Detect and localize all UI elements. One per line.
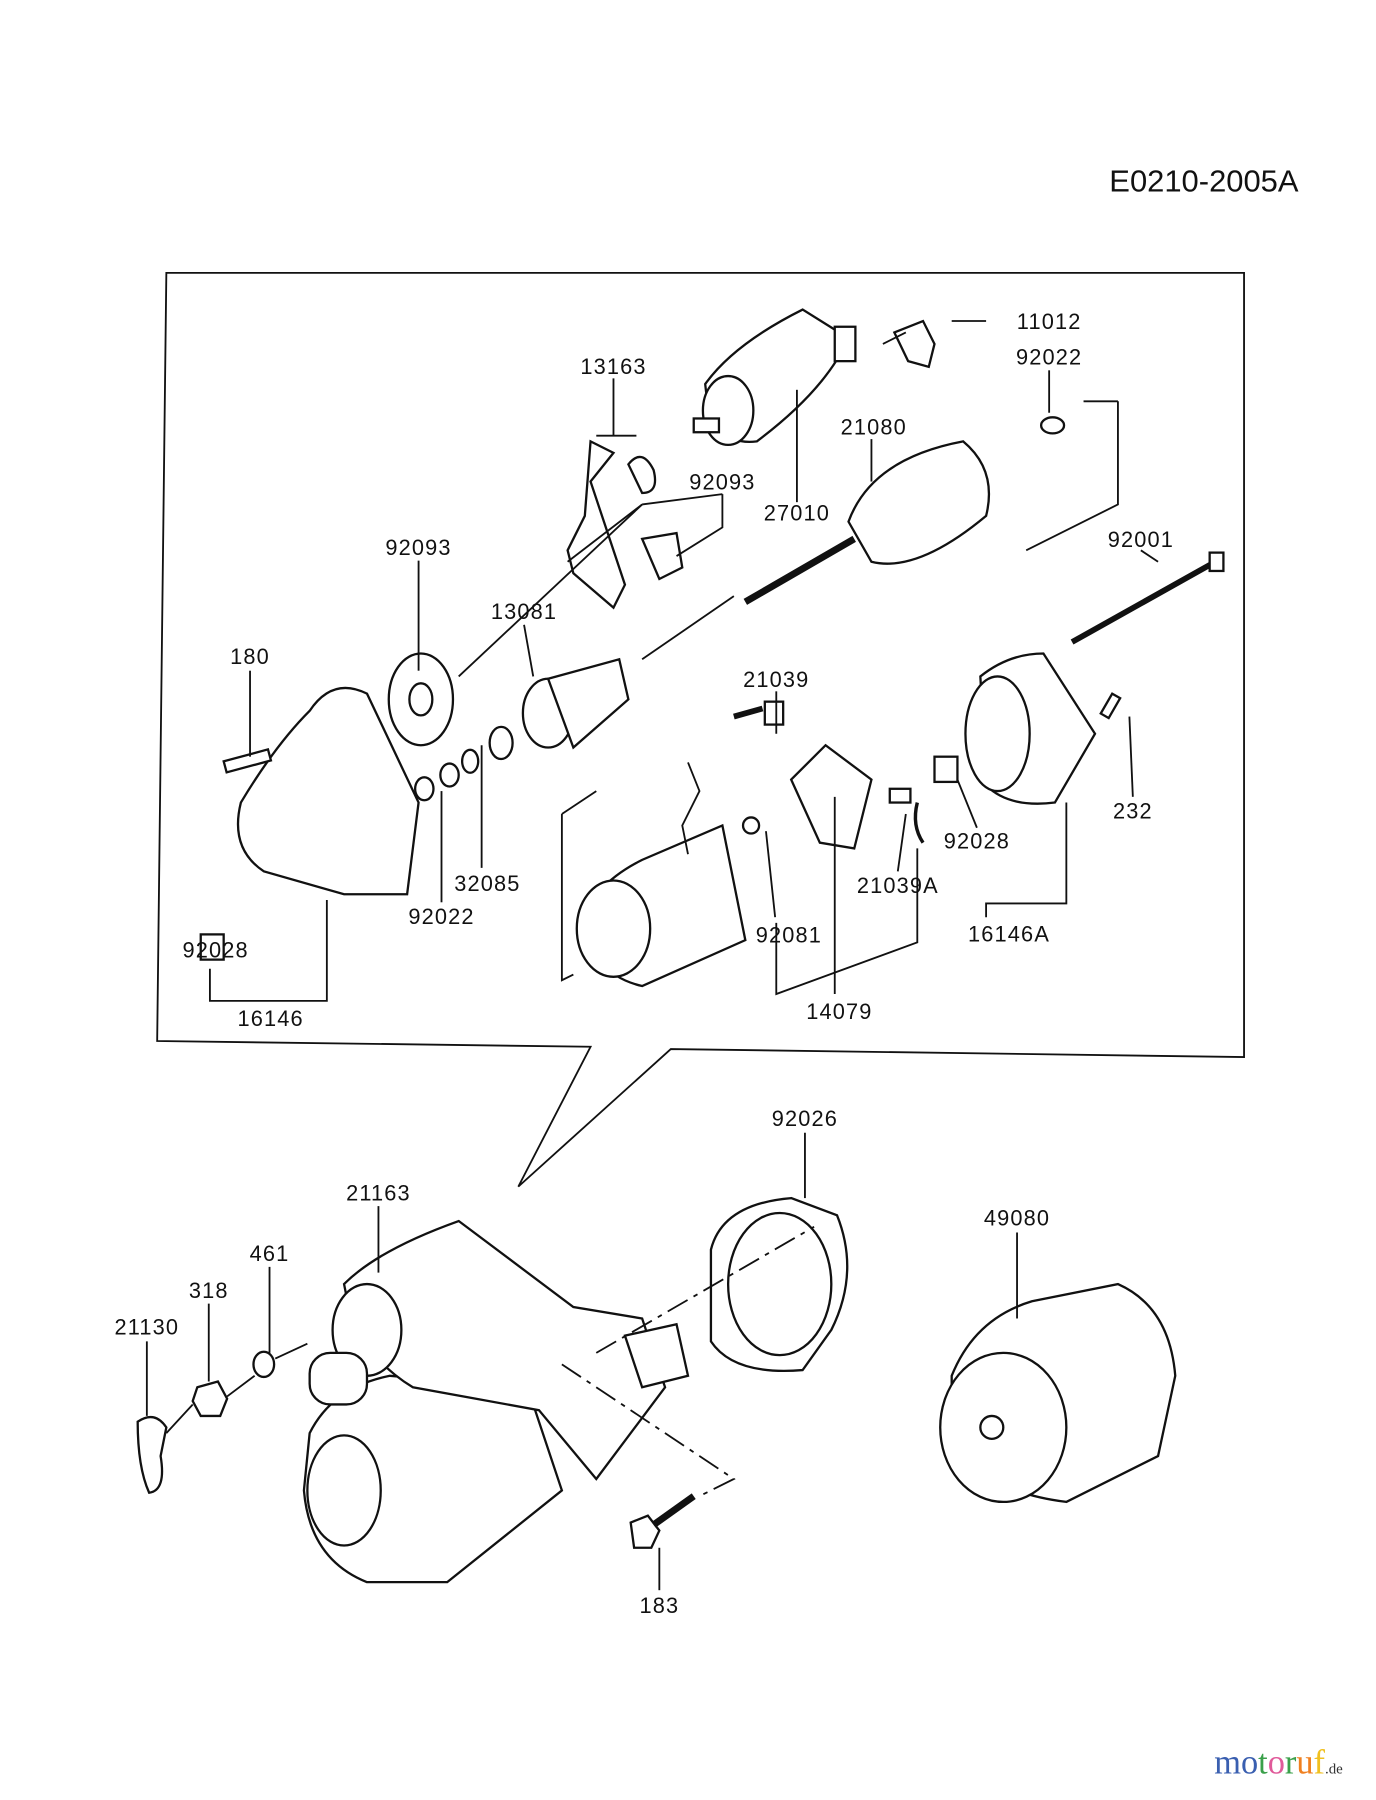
terminal-cap-11012 xyxy=(892,319,936,369)
washers xyxy=(413,725,514,802)
part-label: 318 xyxy=(189,1278,229,1303)
part-label: 21039 xyxy=(743,667,809,692)
part-label: 21039A xyxy=(857,873,939,898)
part-label: 180 xyxy=(230,644,270,669)
part-label: 49080 xyxy=(984,1206,1050,1231)
solenoid-27010 xyxy=(692,308,857,446)
part-label: 92001 xyxy=(1108,527,1174,552)
leader-lines xyxy=(208,320,1159,1002)
lever-13163 xyxy=(566,439,684,610)
rear-cover-16146A xyxy=(933,652,1122,805)
part-label: 21080 xyxy=(841,415,907,440)
pinion-13081 xyxy=(521,657,630,750)
starter-motor-21163 xyxy=(302,1219,690,1584)
part-label: 21130 xyxy=(115,1315,180,1340)
part-label: 92081 xyxy=(756,922,822,947)
exploded-view-frame xyxy=(156,271,1245,1188)
part-label: 232 xyxy=(1113,799,1153,824)
part-label: 16146A xyxy=(968,921,1050,946)
watermark-logo: motoruf.de xyxy=(1214,1744,1343,1782)
armature-21080 xyxy=(743,416,1066,605)
diagram-code: E0210-2005A xyxy=(1109,163,1299,198)
brush-holder-14079 xyxy=(733,700,925,850)
part-label: 92093 xyxy=(385,535,451,560)
mounting-gasket-92026 xyxy=(709,1196,849,1372)
part-label: 183 xyxy=(639,1593,679,1618)
part-label: 13163 xyxy=(580,354,646,379)
part-label: 92028 xyxy=(944,828,1010,853)
part-label: 16146 xyxy=(238,1006,304,1031)
part-label: 27010 xyxy=(764,501,830,526)
part-label: 32085 xyxy=(454,871,520,896)
front-bracket-16146 xyxy=(199,652,455,961)
dust-cover-49080 xyxy=(939,1282,1177,1504)
part-label: 461 xyxy=(250,1241,290,1266)
part-label: 92022 xyxy=(1016,345,1082,370)
part-label: 92028 xyxy=(183,937,249,962)
part-label: 92093 xyxy=(689,470,755,495)
part-label: 21163 xyxy=(346,1180,411,1205)
part-label: 92026 xyxy=(772,1106,838,1131)
svg-text:motoruf.de: motoruf.de xyxy=(1214,1744,1343,1782)
small-parts xyxy=(136,1350,696,1549)
part-label: 92022 xyxy=(408,904,474,929)
yoke-assembly xyxy=(575,762,747,988)
through-bolt-92001 xyxy=(1070,551,1225,645)
part-label: 14079 xyxy=(806,999,872,1024)
part-label: 11012 xyxy=(1017,309,1082,334)
part-label: 13081 xyxy=(491,599,557,624)
leader-lines-lower xyxy=(145,1132,1018,1591)
